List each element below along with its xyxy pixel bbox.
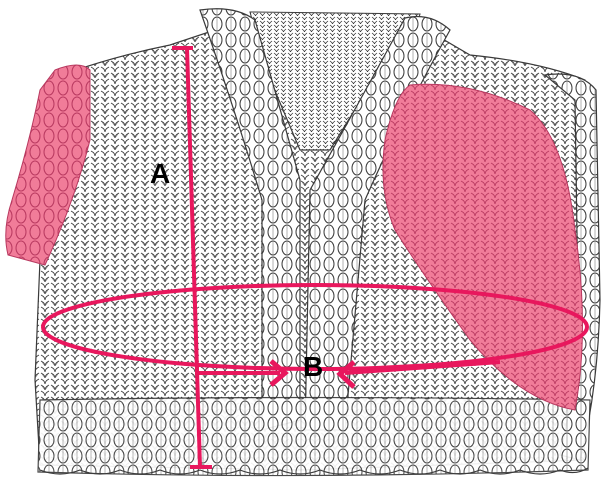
measurement-label-a: A: [150, 160, 170, 188]
measurement-label-b: B: [303, 353, 323, 381]
bottom-rib: [38, 398, 590, 476]
